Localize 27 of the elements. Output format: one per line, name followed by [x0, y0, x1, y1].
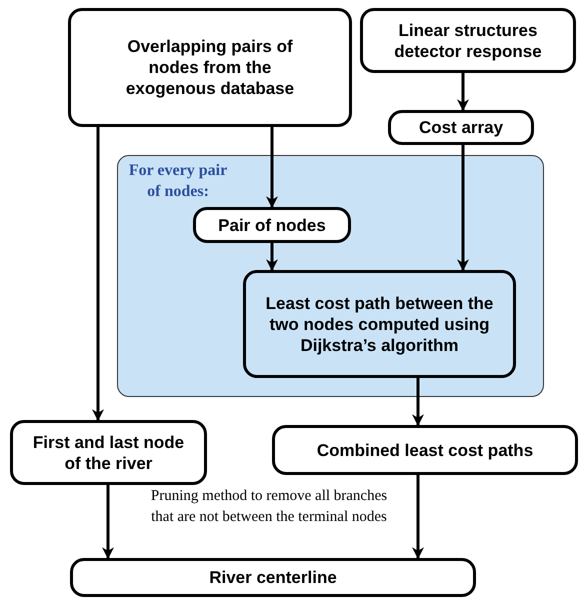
note-text: Pruning method to remove all branches that are not between the terminal nodes: [150, 487, 388, 527]
box-label: Linear structures detector response: [393, 20, 543, 62]
process-box: [68, 8, 352, 127]
process-box: [70, 558, 476, 597]
process-box: [243, 270, 516, 378]
region-heading: For every pair of nodes:: [128, 161, 228, 202]
arrow: [457, 73, 469, 112]
box-label: Least cost path between the two nodes computed using Dijkstra’s algorithm: [264, 292, 494, 356]
box-label: Pair of nodes: [218, 214, 326, 236]
box-label: First and last node of the river: [32, 432, 186, 474]
process-box: [360, 8, 576, 73]
box-label: Combined least cost paths: [316, 440, 534, 460]
arrow: [266, 243, 278, 272]
process-box: [10, 420, 207, 485]
arrow: [412, 475, 424, 560]
arrow: [102, 485, 114, 560]
loop-region: [117, 155, 544, 397]
box-label: River centerline: [209, 567, 337, 588]
box-label: Cost array: [418, 117, 504, 138]
box-label: Overlapping pairs of nodes from the exogenous database: [124, 36, 296, 99]
arrow: [412, 378, 424, 426]
arrow: [266, 127, 278, 208]
process-box: [193, 207, 351, 243]
process-box: [388, 110, 534, 145]
process-box: [272, 425, 578, 475]
arrow: [92, 127, 104, 422]
arrow: [457, 145, 469, 272]
